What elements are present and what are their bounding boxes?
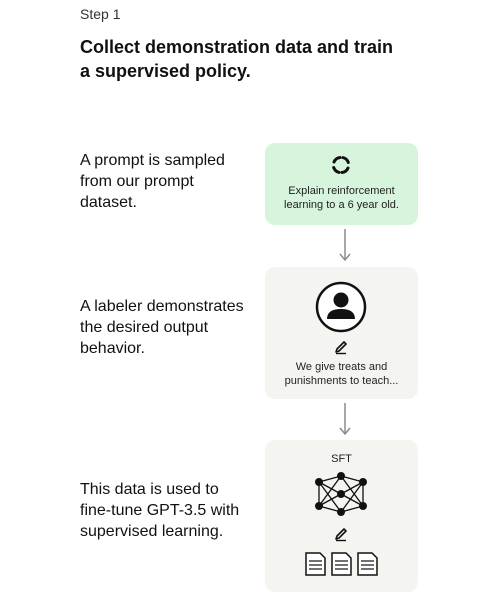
down-arrow-icon — [339, 229, 351, 263]
document-icon — [305, 552, 326, 576]
pencil-icon — [333, 526, 349, 542]
document-stack — [305, 552, 379, 576]
sft-label: SFT — [331, 453, 352, 465]
sft-card: SFT — [265, 440, 418, 592]
document-icon — [357, 552, 378, 576]
pencil-icon — [333, 339, 349, 355]
step-heading: Collect demonstration data and train a s… — [80, 37, 394, 81]
labeler-description: A labeler demonstrates the desired outpu… — [80, 298, 244, 357]
training-description: This data is used to fine-tune GPT-3.5 w… — [80, 481, 240, 540]
prompt-card: Explain reinforcement learning to a 6 ye… — [265, 143, 418, 225]
document-icon — [331, 552, 352, 576]
labeler-card: We give treats and punishments to teach.… — [265, 267, 418, 399]
person-avatar-icon — [315, 281, 367, 333]
demonstration-text: We give treats and punishments to teach.… — [284, 361, 399, 387]
prompt-text: Explain reinforcement learning to a 6 ye… — [284, 185, 399, 211]
refresh-cycle-icon — [329, 153, 353, 177]
neural-network-icon — [311, 470, 371, 518]
step-label: Step 1 — [80, 6, 121, 22]
down-arrow-icon — [339, 403, 351, 437]
prompt-description: A prompt is sampled from our prompt data… — [80, 152, 225, 211]
